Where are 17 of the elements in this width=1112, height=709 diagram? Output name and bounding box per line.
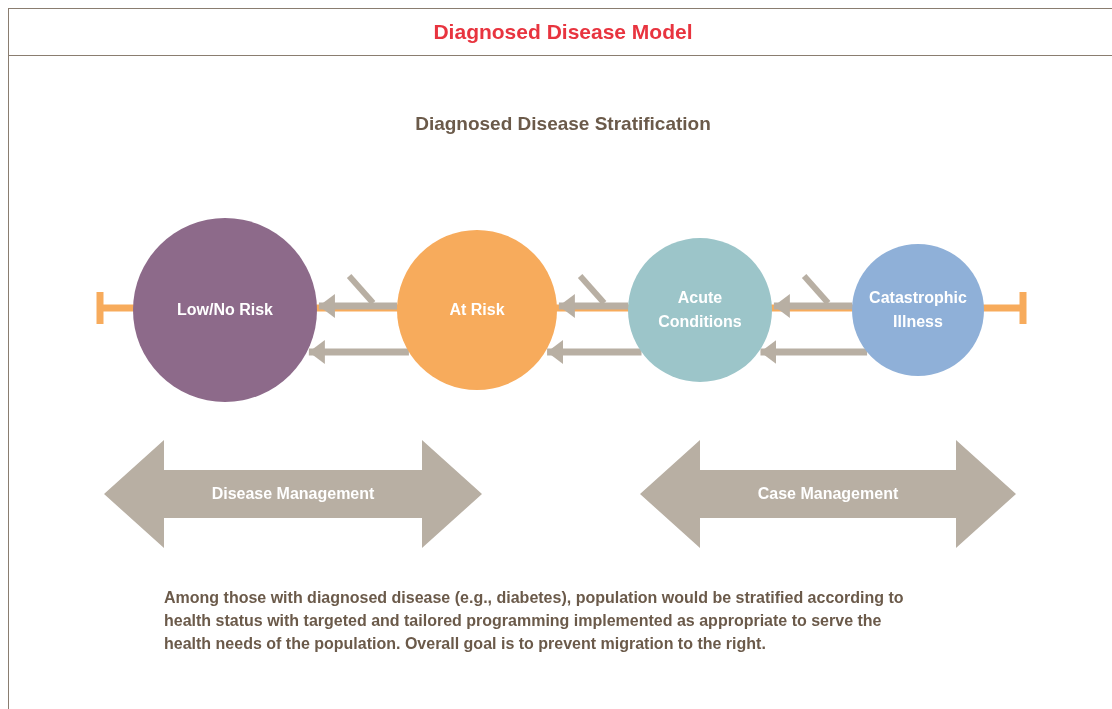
arrow	[547, 340, 642, 364]
stage-label: Low/No Risk	[176, 300, 274, 320]
arrow	[558, 294, 629, 318]
arrow	[318, 294, 398, 318]
arrow	[773, 294, 853, 318]
double-arrow	[104, 440, 482, 548]
double-arrow	[640, 440, 1016, 548]
subtitle: Diagnosed Disease Stratification	[414, 112, 712, 136]
arrow-label: Case Management	[757, 484, 899, 504]
description-text: Among those with diagnosed disease (e.g., diabetes), population would be stratified according to health status with targeted and tailored programming implemented as appropriate to serve the health needs of the population. Overall goal is to prevent migration to the right.	[164, 588, 905, 654]
arrow-label: Disease Management	[211, 484, 375, 504]
title: Diagnosed Disease Model	[433, 18, 693, 45]
stage-label: Acute Conditions	[657, 288, 743, 332]
stage-label: Catastrophic Illness	[868, 288, 968, 332]
stage-label: At Risk	[448, 300, 506, 320]
arrow	[760, 340, 868, 364]
arrow	[308, 340, 409, 364]
